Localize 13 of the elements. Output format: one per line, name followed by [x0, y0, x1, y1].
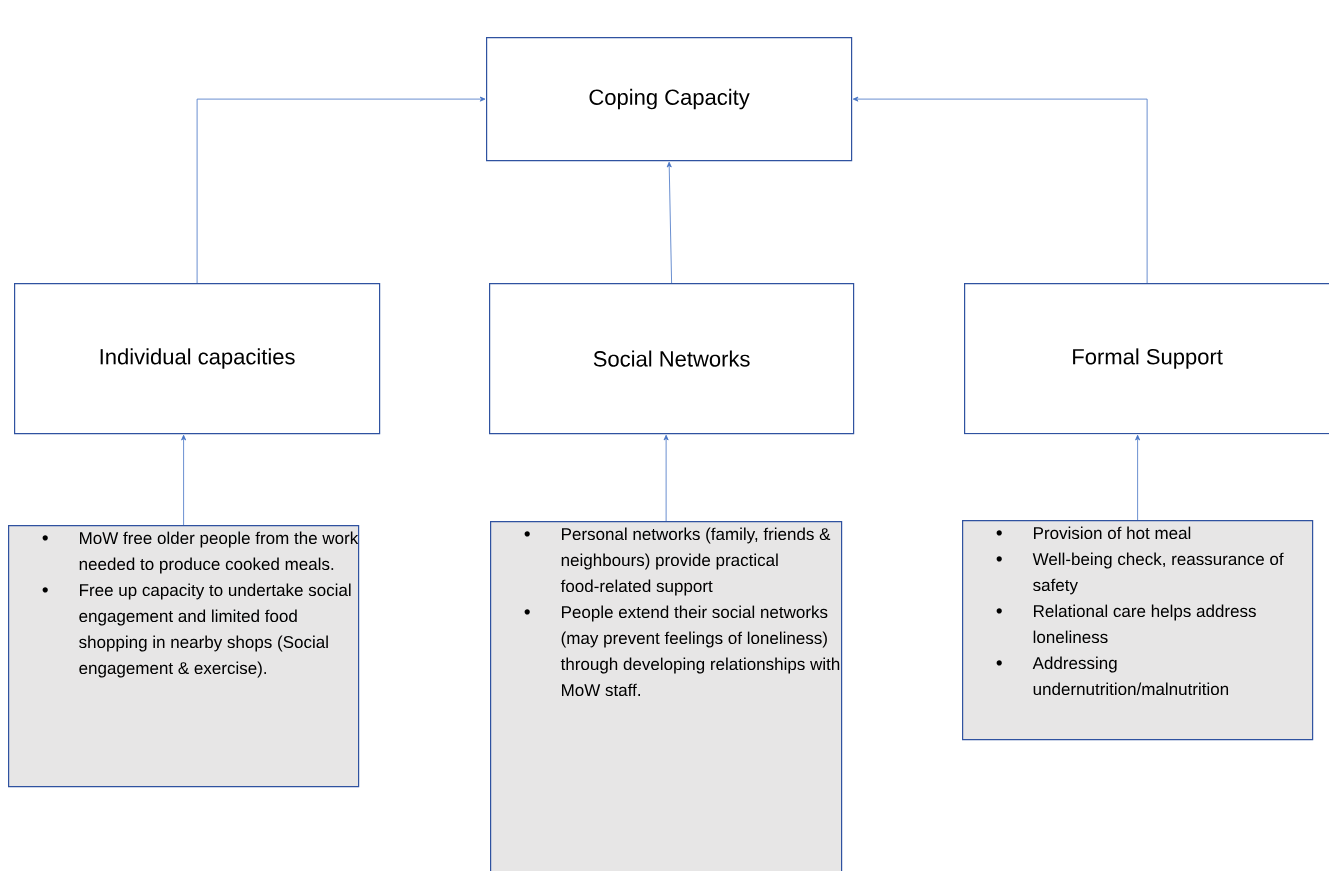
heading-box: Social Networks: [489, 283, 855, 435]
arrow: [196, 96, 486, 284]
bullet-list-box: Provision of hot meal Well-being check, reassurance of safety Relational care helps address loneliness Addressing undernutrition/malnutrition: [962, 520, 1314, 741]
arrow: [666, 161, 672, 284]
arrow: [181, 434, 187, 526]
arrow: [1135, 434, 1141, 521]
arrow: [852, 96, 1148, 284]
heading-box: Coping Capacity: [486, 37, 853, 162]
bullet-list-box: Personal networks (family, friends & neighbours) provide practical food-related support People extend their social networks (may prevent feelings of loneliness) through developing relationships with MoW staff.: [490, 521, 843, 871]
heading-box: Formal Support: [964, 283, 1329, 435]
arrow: [663, 434, 669, 522]
heading-box: Individual capacities: [14, 283, 381, 435]
bullet-list-box: MoW free older people from the work needed to produce cooked meals. Free up capacity to undertake social engagement and limited food shopping in nearby shops (Social engagement & exercise).: [8, 525, 360, 788]
